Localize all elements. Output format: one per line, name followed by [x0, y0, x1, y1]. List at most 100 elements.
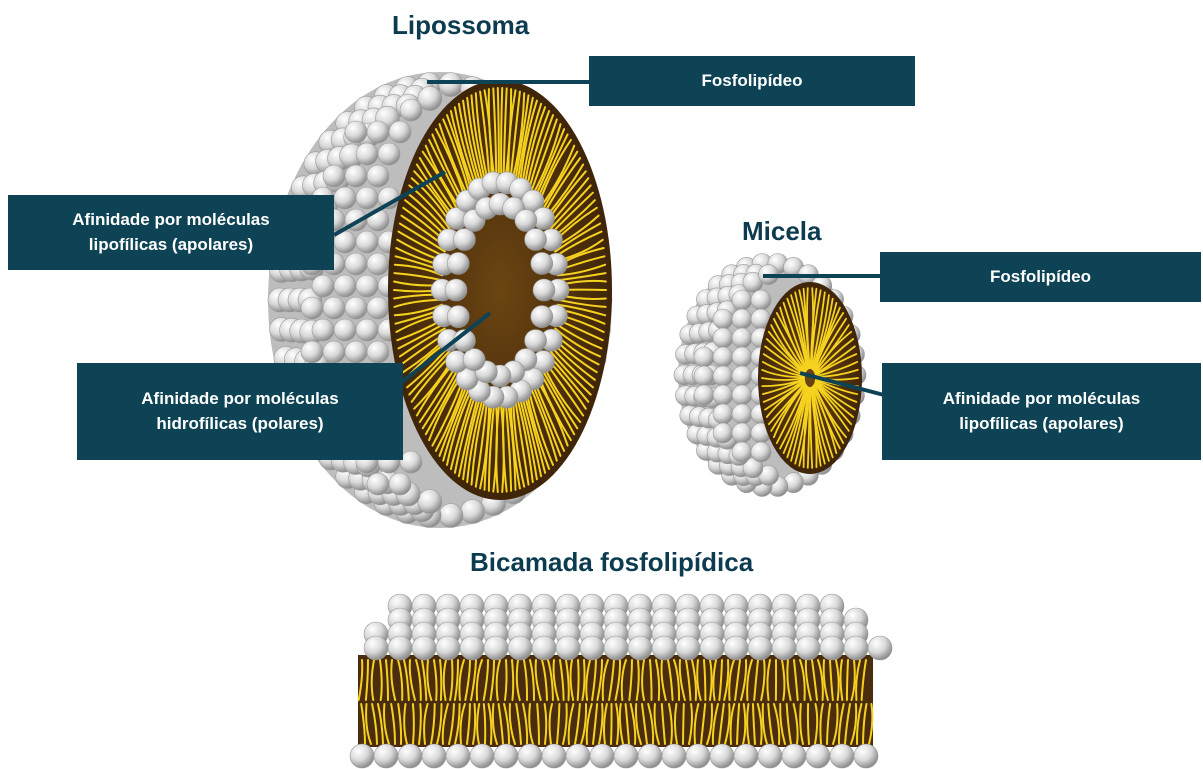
phospholipid-head — [732, 309, 752, 329]
phospholipid-head — [301, 341, 323, 363]
phospholipid-head — [734, 744, 758, 768]
lipid-tail — [498, 88, 499, 173]
phospholipid-head — [694, 385, 714, 405]
phospholipid-head — [412, 636, 436, 660]
phospholipid-head — [463, 349, 485, 371]
phospholipid-head — [439, 504, 463, 528]
phospholipid-head — [356, 319, 378, 341]
phospholipid-head — [508, 636, 532, 660]
phospholipid-head — [334, 187, 356, 209]
label-text-line1: Afinidade por moléculas — [943, 387, 1140, 412]
phospholipid-head — [758, 744, 782, 768]
phospholipid-head — [713, 347, 733, 367]
phospholipid-head — [732, 328, 752, 348]
phospholipid-head — [447, 306, 469, 328]
phospholipid-head — [446, 744, 470, 768]
label-text-line2: lipofílicas (apolares) — [89, 233, 253, 258]
phospholipid-head — [806, 744, 830, 768]
phospholipid-head — [748, 636, 772, 660]
phospholipid-head — [388, 636, 412, 660]
phospholipid-head — [844, 636, 868, 660]
phospholipid-head — [732, 404, 752, 424]
phospholipid-head — [378, 143, 400, 165]
label-liposome-phospholipid: Fosfolipídeo — [589, 56, 915, 106]
phospholipid-head — [334, 275, 356, 297]
phospholipid-head — [356, 143, 378, 165]
lipid-tail — [683, 704, 684, 744]
bilayer-illustration — [350, 594, 892, 768]
lipid-tail — [501, 88, 502, 173]
phospholipid-head — [484, 636, 508, 660]
phospholipid-head — [796, 636, 820, 660]
phospholipid-head — [604, 636, 628, 660]
micelle-title: Micela — [742, 216, 822, 247]
phospholipid-head — [590, 744, 614, 768]
phospholipid-head — [694, 347, 714, 367]
phospholipid-head — [453, 229, 475, 251]
phospholipid-head — [713, 328, 733, 348]
label-liposome-hydrophilic: Afinidade por moléculas hidrofílicas (po… — [77, 363, 403, 460]
phospholipid-head — [713, 404, 733, 424]
phospholipid-head — [713, 309, 733, 329]
phospholipid-head — [367, 297, 389, 319]
phospholipid-head — [515, 209, 537, 231]
phospholipid-head — [518, 744, 542, 768]
label-text-line2: hidrofílicas (polares) — [156, 412, 323, 437]
phospholipid-head — [542, 744, 566, 768]
phospholipid-head — [713, 366, 733, 386]
phospholipid-head — [345, 253, 367, 275]
label-liposome-lipophilic: Afinidade por moléculas lipofílicas (apo… — [8, 195, 334, 270]
phospholipid-head — [533, 279, 555, 301]
phospholipid-head — [732, 385, 752, 405]
phospholipid-head — [323, 297, 345, 319]
phospholipid-head — [732, 366, 752, 386]
phospholipid-head — [820, 636, 844, 660]
phospholipid-head — [323, 165, 345, 187]
phospholipid-head — [868, 636, 892, 660]
phospholipid-head — [713, 385, 733, 405]
phospholipid-head — [713, 423, 733, 443]
phospholipid-head — [301, 297, 323, 319]
micelle-tail-core — [758, 282, 862, 474]
lipid-tail — [847, 660, 848, 700]
phospholipid-head — [710, 744, 734, 768]
phospholipid-head — [700, 636, 724, 660]
phospholipid-head — [614, 744, 638, 768]
label-text-line2: lipofílicas (apolares) — [959, 412, 1123, 437]
lipid-tail — [578, 660, 579, 700]
phospholipid-head — [694, 366, 714, 386]
phospholipid-head — [367, 473, 389, 495]
phospholipid-head — [364, 636, 388, 660]
phospholipid-head — [751, 442, 771, 462]
phospholipid-head — [732, 442, 752, 462]
phospholipid-head — [312, 275, 334, 297]
phospholipid-head — [494, 744, 518, 768]
micelle-illustration — [674, 254, 866, 497]
phospholipid-head — [356, 231, 378, 253]
phospholipid-head — [772, 636, 796, 660]
phospholipid-head — [854, 744, 878, 768]
lipid-tail — [512, 660, 513, 700]
phospholipid-head — [447, 252, 469, 274]
phospholipid-head — [389, 121, 411, 143]
phospholipid-head — [830, 744, 854, 768]
phospholipid-head — [566, 744, 590, 768]
label-text-line1: Afinidade por moléculas — [72, 208, 269, 233]
phospholipid-head — [345, 165, 367, 187]
bilayer-bottom-heads — [350, 744, 878, 768]
phospholipid-head — [418, 490, 442, 514]
phospholipid-head — [367, 341, 389, 363]
phospholipid-head — [531, 306, 553, 328]
phospholipid-head — [345, 297, 367, 319]
phospholipid-head — [312, 319, 334, 341]
phospholipid-head — [470, 744, 494, 768]
phospholipid-head — [345, 121, 367, 143]
phospholipid-head — [638, 744, 662, 768]
phospholipid-head — [345, 341, 367, 363]
phospholipid-head — [532, 636, 556, 660]
label-text-line1: Afinidade por moléculas — [141, 387, 338, 412]
phospholipid-head — [356, 275, 378, 297]
label-text: Fosfolipídeo — [990, 265, 1091, 290]
phospholipid-head — [374, 744, 398, 768]
bilayer-top-heads — [364, 594, 892, 660]
